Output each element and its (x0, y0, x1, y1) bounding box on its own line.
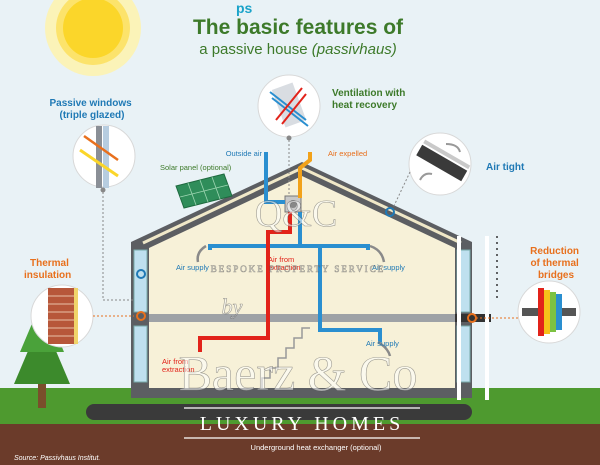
floor-slab (149, 314, 455, 322)
air-expelled-label: Air expelled (328, 149, 367, 158)
page-subtitle: a passive house (passivhaus) (199, 41, 397, 58)
passive-windows-label: Passive windows (triple glazed) (49, 98, 134, 121)
watermark-luxury-homes: LUXURY HOMES (200, 413, 405, 435)
outside-air-label: Outside air (226, 149, 263, 158)
airflow-arrows (196, 244, 392, 357)
watermark-monogram: Q&C (255, 193, 337, 235)
sun-icon (45, 0, 141, 76)
watermark: Q&C BESPOKE PROPERTY SERVICE by Baerz & … (178, 193, 420, 439)
ventilation-unit-icon (257, 74, 321, 141)
soil (0, 424, 600, 465)
air-tight-label: Air tight (486, 162, 525, 173)
staircase (261, 327, 310, 388)
fresh-air-ducts (208, 152, 382, 342)
air-extraction-lower-label: Air from extraction (162, 357, 195, 374)
thermal-bridges-label: Reduction of thermal bridges (530, 246, 582, 281)
page-title: The basic features of (193, 16, 404, 39)
insulation-icon (30, 284, 94, 348)
air-supply-lower-label: Air supply (366, 339, 399, 348)
air-extraction-upper-label: Air from extraction (268, 255, 301, 272)
ventilation-label: Ventilation with heat recovery (332, 88, 408, 111)
source-caption: Source: Passivhaus Institut. (14, 455, 100, 462)
air-tight-icon (408, 132, 472, 196)
watermark-brand: Baerz & Co (179, 345, 418, 401)
solar-panel-icon (175, 173, 233, 209)
watermark-tagline: BESPOKE PROPERTY SERVICE (211, 264, 385, 274)
thermal-insulation-label: Thermal insulation (24, 258, 72, 281)
window-glazing-icon (72, 124, 136, 193)
watermark-by: by (222, 294, 243, 319)
air-supply-upper-right-label: Air supply (372, 263, 405, 272)
thermal-bridge-icon (517, 280, 581, 344)
logo-fragment: ps (236, 0, 253, 16)
air-tight-leader (391, 171, 411, 211)
stale-air-ducts (198, 152, 312, 352)
underground-label: Underground heat exchanger (optional) (251, 443, 382, 452)
solar-panel-label: Solar panel (optional) (160, 163, 232, 172)
air-supply-upper-left-label: Air supply (176, 263, 209, 272)
balcony (455, 236, 498, 400)
